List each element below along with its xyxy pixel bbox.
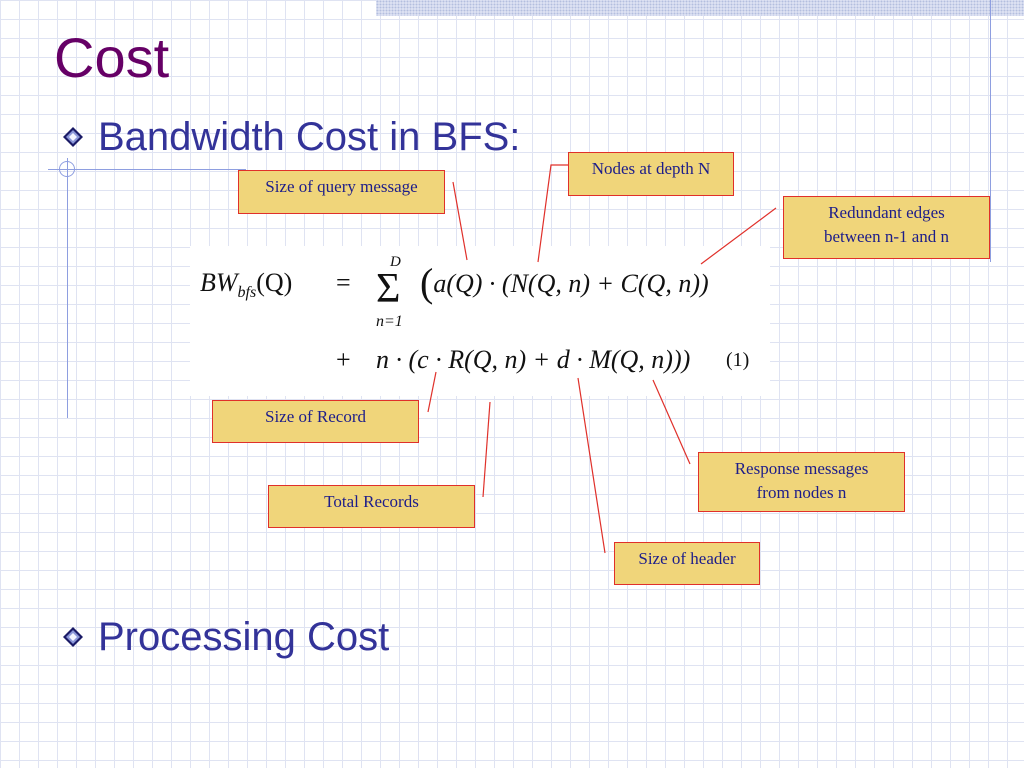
bullet-processing-cost: Processing Cost <box>62 617 389 657</box>
callout-size-header: Size of header <box>614 542 760 585</box>
left-vertical-rule <box>67 158 68 418</box>
top-decorative-band <box>376 0 1024 16</box>
formula-equals: = <box>336 268 351 297</box>
diamond-bullet-icon <box>63 127 83 147</box>
bullet-text: Processing Cost <box>98 615 390 659</box>
rule-junction-circle <box>59 161 75 177</box>
sum-upper-limit: D <box>389 254 401 270</box>
right-vertical-rule <box>990 0 991 262</box>
formula-line-2: n · (c · R(Q, n) + d · M(Q, n))) <box>376 345 690 374</box>
callout-size-record: Size of Record <box>212 400 419 443</box>
leader-size-header <box>577 377 606 554</box>
formula-plus: + <box>336 345 351 374</box>
callout-query-message: Size of query message <box>238 170 445 214</box>
title-underline-rule <box>48 169 246 170</box>
diamond-bullet-icon <box>63 627 83 647</box>
sum-lower-limit: n=1 <box>376 313 403 330</box>
callout-total-records: Total Records <box>268 485 475 528</box>
leader-total-records <box>482 401 491 498</box>
slide-title: Cost <box>54 26 170 89</box>
formula-line-1: (a(Q) · (N(Q, n) + C(Q, n)) <box>420 260 709 305</box>
formula-lhs: BWbfs(Q) <box>200 268 292 301</box>
callout-nodes-depth: Nodes at depth N <box>568 152 734 196</box>
bullet-bandwidth-cost: Bandwidth Cost in BFS: <box>62 117 520 157</box>
equation-number: (1) <box>726 349 749 371</box>
callout-response-messages: Response messages from nodes n <box>698 452 905 512</box>
sum-symbol: Σ <box>376 266 400 312</box>
callout-redundant-edges: Redundant edges between n-1 and n <box>783 196 990 259</box>
bandwidth-formula: BWbfs(Q) = D Σ n=1 (a(Q) · (N(Q, n) + C(… <box>190 246 770 396</box>
bullet-text: Bandwidth Cost in BFS: <box>98 115 521 159</box>
